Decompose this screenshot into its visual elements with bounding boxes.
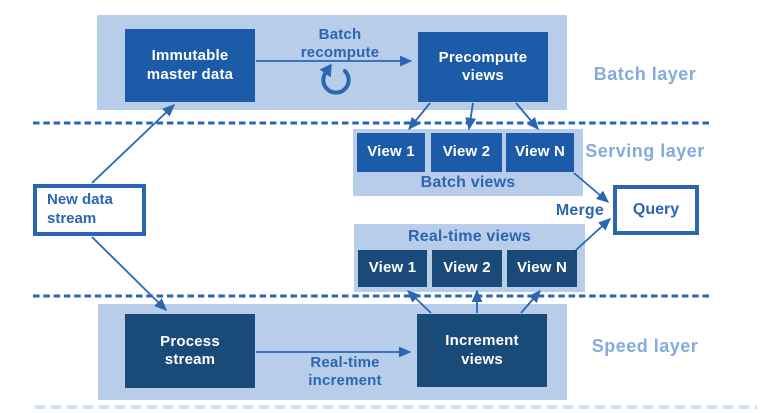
realtime-view-1-box: View 1	[358, 250, 427, 287]
real-time-views-label: Real-time views	[407, 228, 532, 245]
realtime-view-2-box: View 2	[432, 250, 502, 287]
batch-view-2-box: View 2	[431, 133, 502, 172]
speed-layer-label: Speed layer	[591, 336, 699, 356]
serving-layer-label: Serving layer	[585, 141, 705, 161]
process-stream-box: Process stream	[125, 314, 255, 388]
realtime-view-n-box: View N	[507, 250, 577, 287]
batch-view-1-box: View 1	[357, 133, 425, 172]
arrow-newdata-to-process	[91, 236, 168, 312]
new-data-stream-box: New data stream	[33, 184, 146, 236]
immutable-master-data-box: Immutable master data	[125, 29, 255, 102]
precompute-views-box: Precompute views	[418, 32, 548, 102]
merge-label: Merge	[555, 202, 604, 219]
recompute-cycle-icon	[317, 61, 355, 99]
batch-view-n-box: View N	[506, 133, 574, 172]
batch-layer-label: Batch layer	[593, 64, 697, 84]
query-box: Query	[613, 185, 699, 235]
batch-views-label: Batch views	[420, 174, 516, 191]
increment-views-box: Increment views	[417, 314, 547, 387]
batch-recompute-label: Batch recompute	[300, 26, 380, 61]
arrow-newdata-to-immutable	[91, 104, 176, 184]
real-time-increment-label: Real-time increment	[308, 354, 382, 389]
